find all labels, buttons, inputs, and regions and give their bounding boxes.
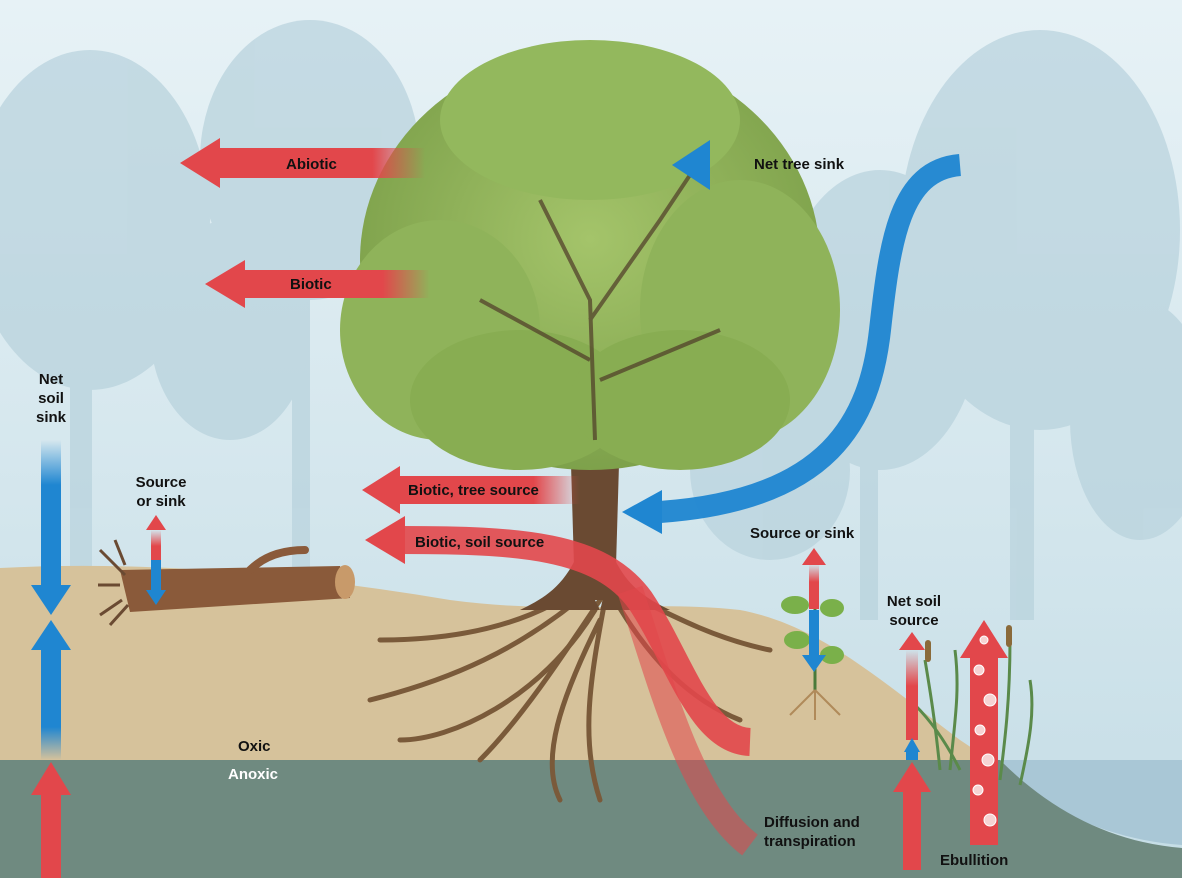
- net-soil-source-label: Net soil source: [874, 592, 954, 630]
- net-soil-sink-label: Net soil sink: [30, 370, 72, 427]
- log-source-or-sink-label: Source or sink: [122, 473, 200, 511]
- biotic-label: Biotic: [290, 275, 332, 294]
- biotic-soil-source-label: Biotic, soil source: [415, 533, 544, 552]
- abiotic-label: Abiotic: [286, 155, 337, 174]
- anoxic-label: Anoxic: [228, 765, 278, 784]
- biotic-tree-source-label: Biotic, tree source: [408, 481, 539, 500]
- oxic-label: Oxic: [238, 737, 271, 756]
- ebullition-label: Ebullition: [940, 851, 1008, 870]
- diffusion-transpiration-label: Diffusion and transpiration: [764, 813, 860, 851]
- net-tree-sink-label: Net tree sink: [754, 155, 844, 174]
- plant-source-or-sink-label: Source or sink: [750, 524, 854, 543]
